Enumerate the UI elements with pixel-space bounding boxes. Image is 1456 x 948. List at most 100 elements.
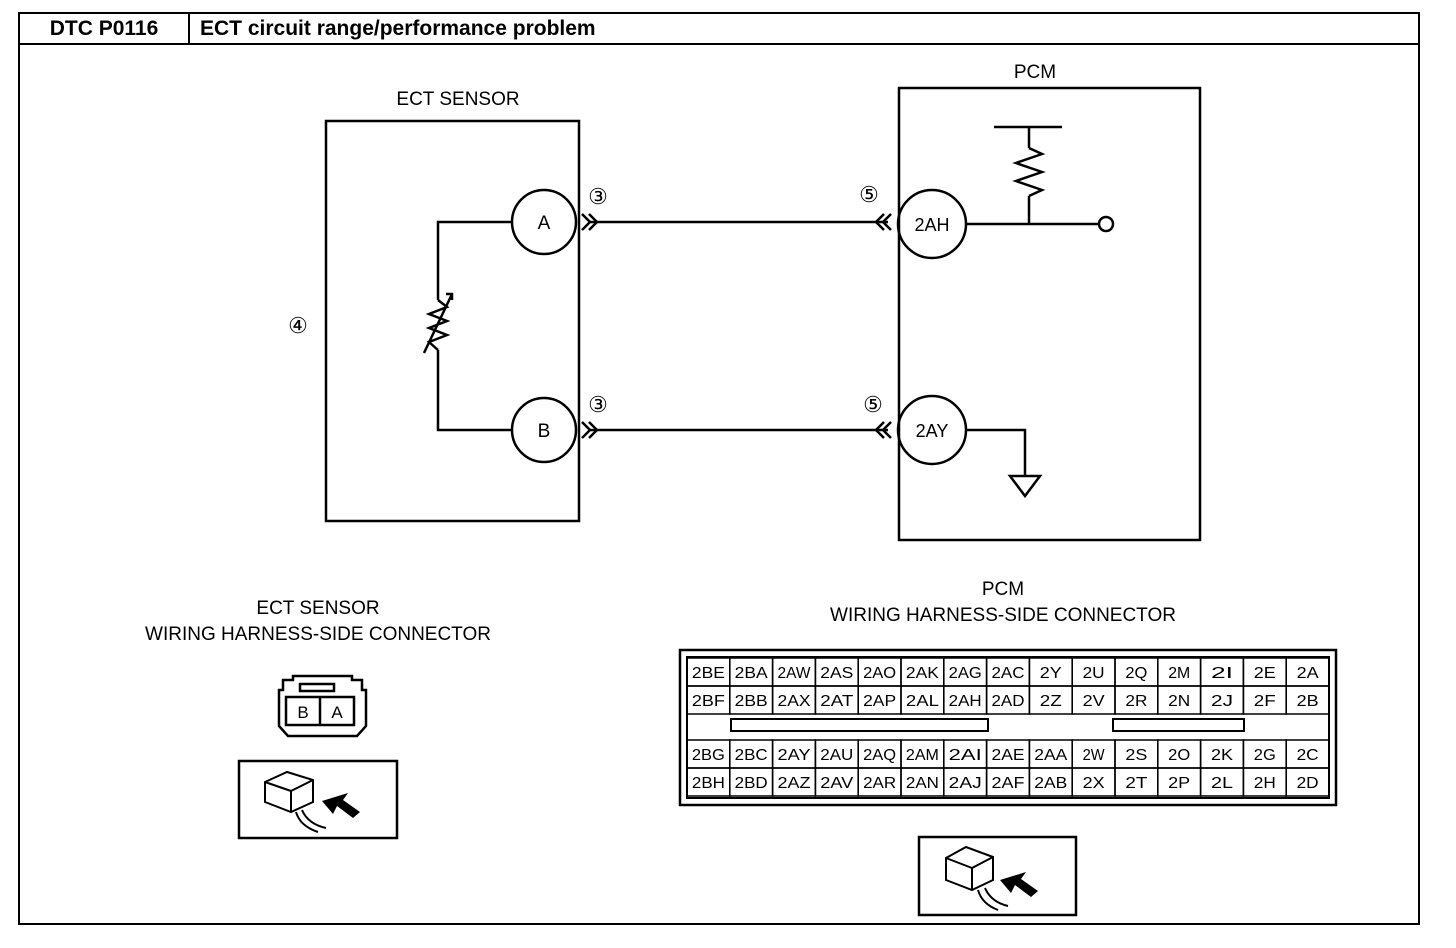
pcm-pin-label: 2AY <box>778 747 811 764</box>
connector-chevron-icon <box>581 213 592 231</box>
pcm-pin-label: 2Z <box>1040 693 1062 710</box>
pcm-pin-label: 2E <box>1254 665 1276 682</box>
sensor-wire-b <box>436 350 512 432</box>
callout-3-a: ③ <box>588 184 608 209</box>
ect-connector-title-2: WIRING HARNESS-SIDE CONNECTOR <box>145 624 491 645</box>
connector-chevron-icon <box>588 213 599 231</box>
pcm-pin-label: 2AG <box>949 665 982 682</box>
pcm-pin-label: 2BH <box>692 775 725 792</box>
ect-view-arrow-icon <box>322 793 360 818</box>
pcm-connector-outer <box>678 648 1338 807</box>
pcm-view-icon-frame <box>917 835 1078 917</box>
pcm-pin-label: 2F <box>1254 693 1276 710</box>
pcm-pin-label: 2BA <box>735 665 768 682</box>
pcm-pin-label: 2L <box>1211 775 1233 792</box>
pcm-pin-label: 2P <box>1168 775 1190 792</box>
terminal-2ay-label: 2AY <box>916 421 949 441</box>
pcm-pin-label: 2BF <box>692 693 725 710</box>
pcm-pin-label: 2U <box>1083 665 1105 682</box>
pcm-pin-label: 2V <box>1083 693 1105 710</box>
pcm-plug-icon <box>945 845 1009 911</box>
pcm-pin-label: 2S <box>1125 747 1147 764</box>
pcm-pin-label: 2AZ <box>778 775 811 792</box>
pcm-pin-label: 2J <box>1211 693 1233 710</box>
terminal-b-label: B <box>538 421 551 442</box>
pcm-pin-label: 2I <box>1211 665 1233 682</box>
pcm-pin-label: 2AN <box>906 775 939 792</box>
connector-chevron-icon <box>874 421 885 439</box>
pcm-connector-inner <box>686 656 1330 799</box>
pcm-pin-label: 2Q <box>1125 665 1147 682</box>
pcm-pin-label: 2AF <box>992 775 1025 792</box>
pullup-resistor-icon <box>1012 146 1046 198</box>
pcm-pin-label: 2B <box>1297 693 1319 710</box>
pcm-pin-label: 2BC <box>735 747 768 764</box>
pcm-pin-label: 2AC <box>992 665 1025 682</box>
pcm-pin-label: 2AH <box>949 693 982 710</box>
thermistor-arrow-line <box>422 293 454 354</box>
pcm-pin-label: 2BB <box>735 693 768 710</box>
pcm-pin-label: 2O <box>1168 747 1190 764</box>
pcm-pin-label: 2N <box>1168 693 1190 710</box>
pcm-pin-cell <box>1285 685 1330 715</box>
pcm-pin-label: 2AJ <box>949 775 982 792</box>
ect-sensor-label: ECT SENSOR <box>396 89 519 110</box>
terminal-a-label: A <box>538 213 551 234</box>
dtc-code: DTC P0116 <box>20 14 190 43</box>
callout-3-b: ③ <box>588 392 608 417</box>
ground-wire <box>966 428 1027 476</box>
pcm-label: PCM <box>1014 62 1056 83</box>
pcm-pin-label: 2A <box>1297 665 1319 682</box>
pcm-pin-label: 2AL <box>906 693 939 710</box>
pcm-pin-label: 2AO <box>863 665 896 682</box>
callout-5-b: ⑤ <box>863 392 883 417</box>
pcm-pin-label: 2AT <box>820 693 853 710</box>
connector-chevron-icon <box>581 421 592 439</box>
pcm-pin-label: 2AB <box>1034 775 1067 792</box>
pcm-view-arrow-icon <box>1000 872 1038 897</box>
pcm-pin-cell <box>1285 767 1330 797</box>
ect-connector-title-1: ECT SENSOR <box>256 598 379 619</box>
pcm-pin-label: 2AW <box>778 665 812 682</box>
ect-pin-b: B <box>297 703 308 722</box>
pcm-connector-key-right <box>1112 718 1245 732</box>
pcm-pin-label: 2AU <box>820 747 853 764</box>
ect-connector-lock-tab <box>298 682 336 693</box>
callout-5-a: ⑤ <box>859 182 879 207</box>
ect-pin-a: A <box>331 703 343 722</box>
pcm-pin-label: 2D <box>1297 775 1319 792</box>
terminal-b-circle <box>510 396 578 464</box>
terminal-a-circle <box>510 188 578 256</box>
pcm-pin-label: 2AM <box>906 747 939 764</box>
sensor-wire-a <box>436 220 512 300</box>
pcm-pin-label: 2AR <box>863 775 896 792</box>
ground-icon <box>1007 474 1043 499</box>
terminal-2ah-label: 2AH <box>914 215 949 235</box>
pcm-pin-label: 2H <box>1254 775 1276 792</box>
ect-sensor-box <box>324 119 581 523</box>
pcm-box <box>897 86 1202 542</box>
pcm-pin-label: 2AX <box>778 693 811 710</box>
pcm-pin-label: 2C <box>1297 747 1319 764</box>
pcm-pin-label: 2G <box>1254 747 1276 764</box>
pcm-pin-label: 2AS <box>820 665 853 682</box>
pcm-connector-title-1: PCM <box>982 579 1024 600</box>
pcm-pin-label: 2AP <box>863 693 896 710</box>
pcm-pin-label: 2BD <box>735 775 768 792</box>
ect-connector-shell <box>277 674 368 738</box>
callout-4: ④ <box>288 313 308 338</box>
ect-view-icon-frame <box>237 759 399 840</box>
pcm-pin-label: 2AI <box>949 747 982 764</box>
pcm-pin-label: 2BE <box>692 665 725 682</box>
signal-terminal-icon <box>1097 215 1115 233</box>
pcm-connector-key-left <box>730 718 989 732</box>
pcm-pin-label: 2AD <box>992 693 1025 710</box>
pcm-pin-label: 2AQ <box>863 747 896 764</box>
dtc-title: ECT circuit range/performance problem <box>200 17 596 40</box>
pcm-pin-label: 2AK <box>906 665 939 682</box>
pcm-connector-title-2: WIRING HARNESS-SIDE CONNECTOR <box>830 605 1176 626</box>
connector-chevron-icon <box>881 213 892 231</box>
pcm-pin-label: 2T <box>1125 775 1147 792</box>
pcm-pin-label: 2K <box>1211 747 1233 764</box>
